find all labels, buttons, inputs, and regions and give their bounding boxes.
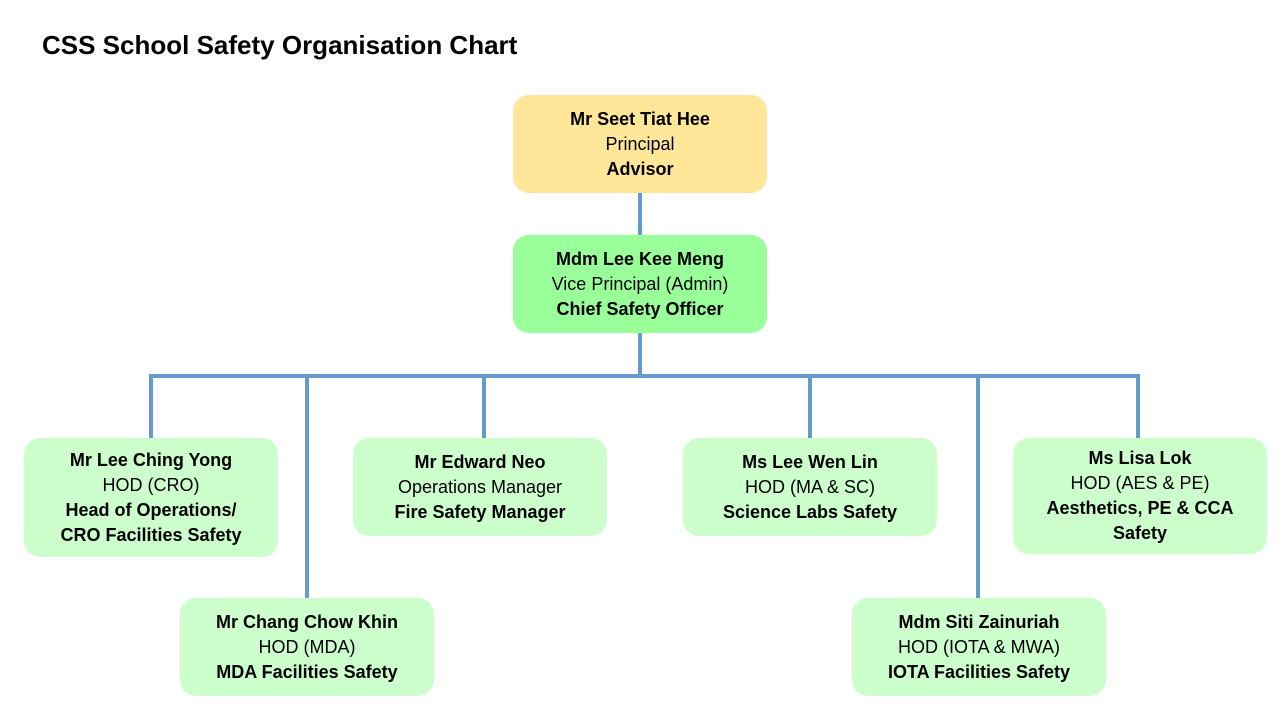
node-science: Ms Lee Wen Lin HOD (MA & SC) Science Lab… (683, 438, 937, 536)
node-position: Operations Manager (397, 476, 563, 497)
node-position: HOD (MDA) (258, 636, 356, 657)
node-mda: Mr Chang Chow Khin HOD (MDA) MDA Facilit… (180, 598, 434, 696)
node-principal: Mr Seet Tiat Hee Principal Advisor (513, 95, 767, 193)
node-name: Ms Lee Wen Lin (742, 451, 878, 472)
node-name: Mr Chang Chow Khin (216, 611, 398, 632)
node-role: Science Labs Safety (722, 501, 898, 522)
node-position: HOD (IOTA & MWA) (898, 636, 1060, 657)
node-role: IOTA Facilities Safety (887, 661, 1071, 682)
node-aesthetics: Ms Lisa Lok HOD (AES & PE) Aesthetics, P… (1013, 438, 1267, 554)
node-role: Advisor (606, 158, 674, 179)
node-operations: Mr Edward Neo Operations Manager Fire Sa… (353, 438, 607, 536)
page-title: CSS School Safety Organisation Chart (42, 30, 518, 60)
node-iota: Mdm Siti Zainuriah HOD (IOTA & MWA) IOTA… (852, 598, 1106, 696)
node-position: HOD (AES & PE) (1070, 473, 1210, 493)
node-role: Chief Safety Officer (556, 298, 724, 319)
node-name: Mr Lee Ching Yong (69, 449, 233, 470)
node-role: Head of Operations/ CRO Facilities Safet… (60, 499, 242, 545)
node-position: Vice Principal (Admin) (551, 273, 729, 294)
node-name: Mdm Siti Zainuriah (898, 611, 1060, 632)
node-cro: Mr Lee Ching Yong HOD (CRO) Head of Oper… (24, 438, 278, 557)
node-vice-principal: Mdm Lee Kee Meng Vice Principal (Admin) … (513, 235, 767, 333)
node-name: Mr Edward Neo (414, 451, 546, 472)
node-role: Aesthetics, PE & CCA Safety (1046, 498, 1234, 543)
node-position: HOD (MA & SC) (744, 476, 875, 497)
node-role: Fire Safety Manager (394, 501, 566, 522)
node-name: Mdm Lee Kee Meng (555, 248, 725, 269)
node-name: Ms Lisa Lok (1088, 448, 1192, 468)
node-name: Mr Seet Tiat Hee (570, 108, 710, 129)
node-position: HOD (CRO) (102, 474, 200, 495)
node-position: Principal (605, 133, 675, 154)
node-role: MDA Facilities Safety (216, 661, 398, 682)
